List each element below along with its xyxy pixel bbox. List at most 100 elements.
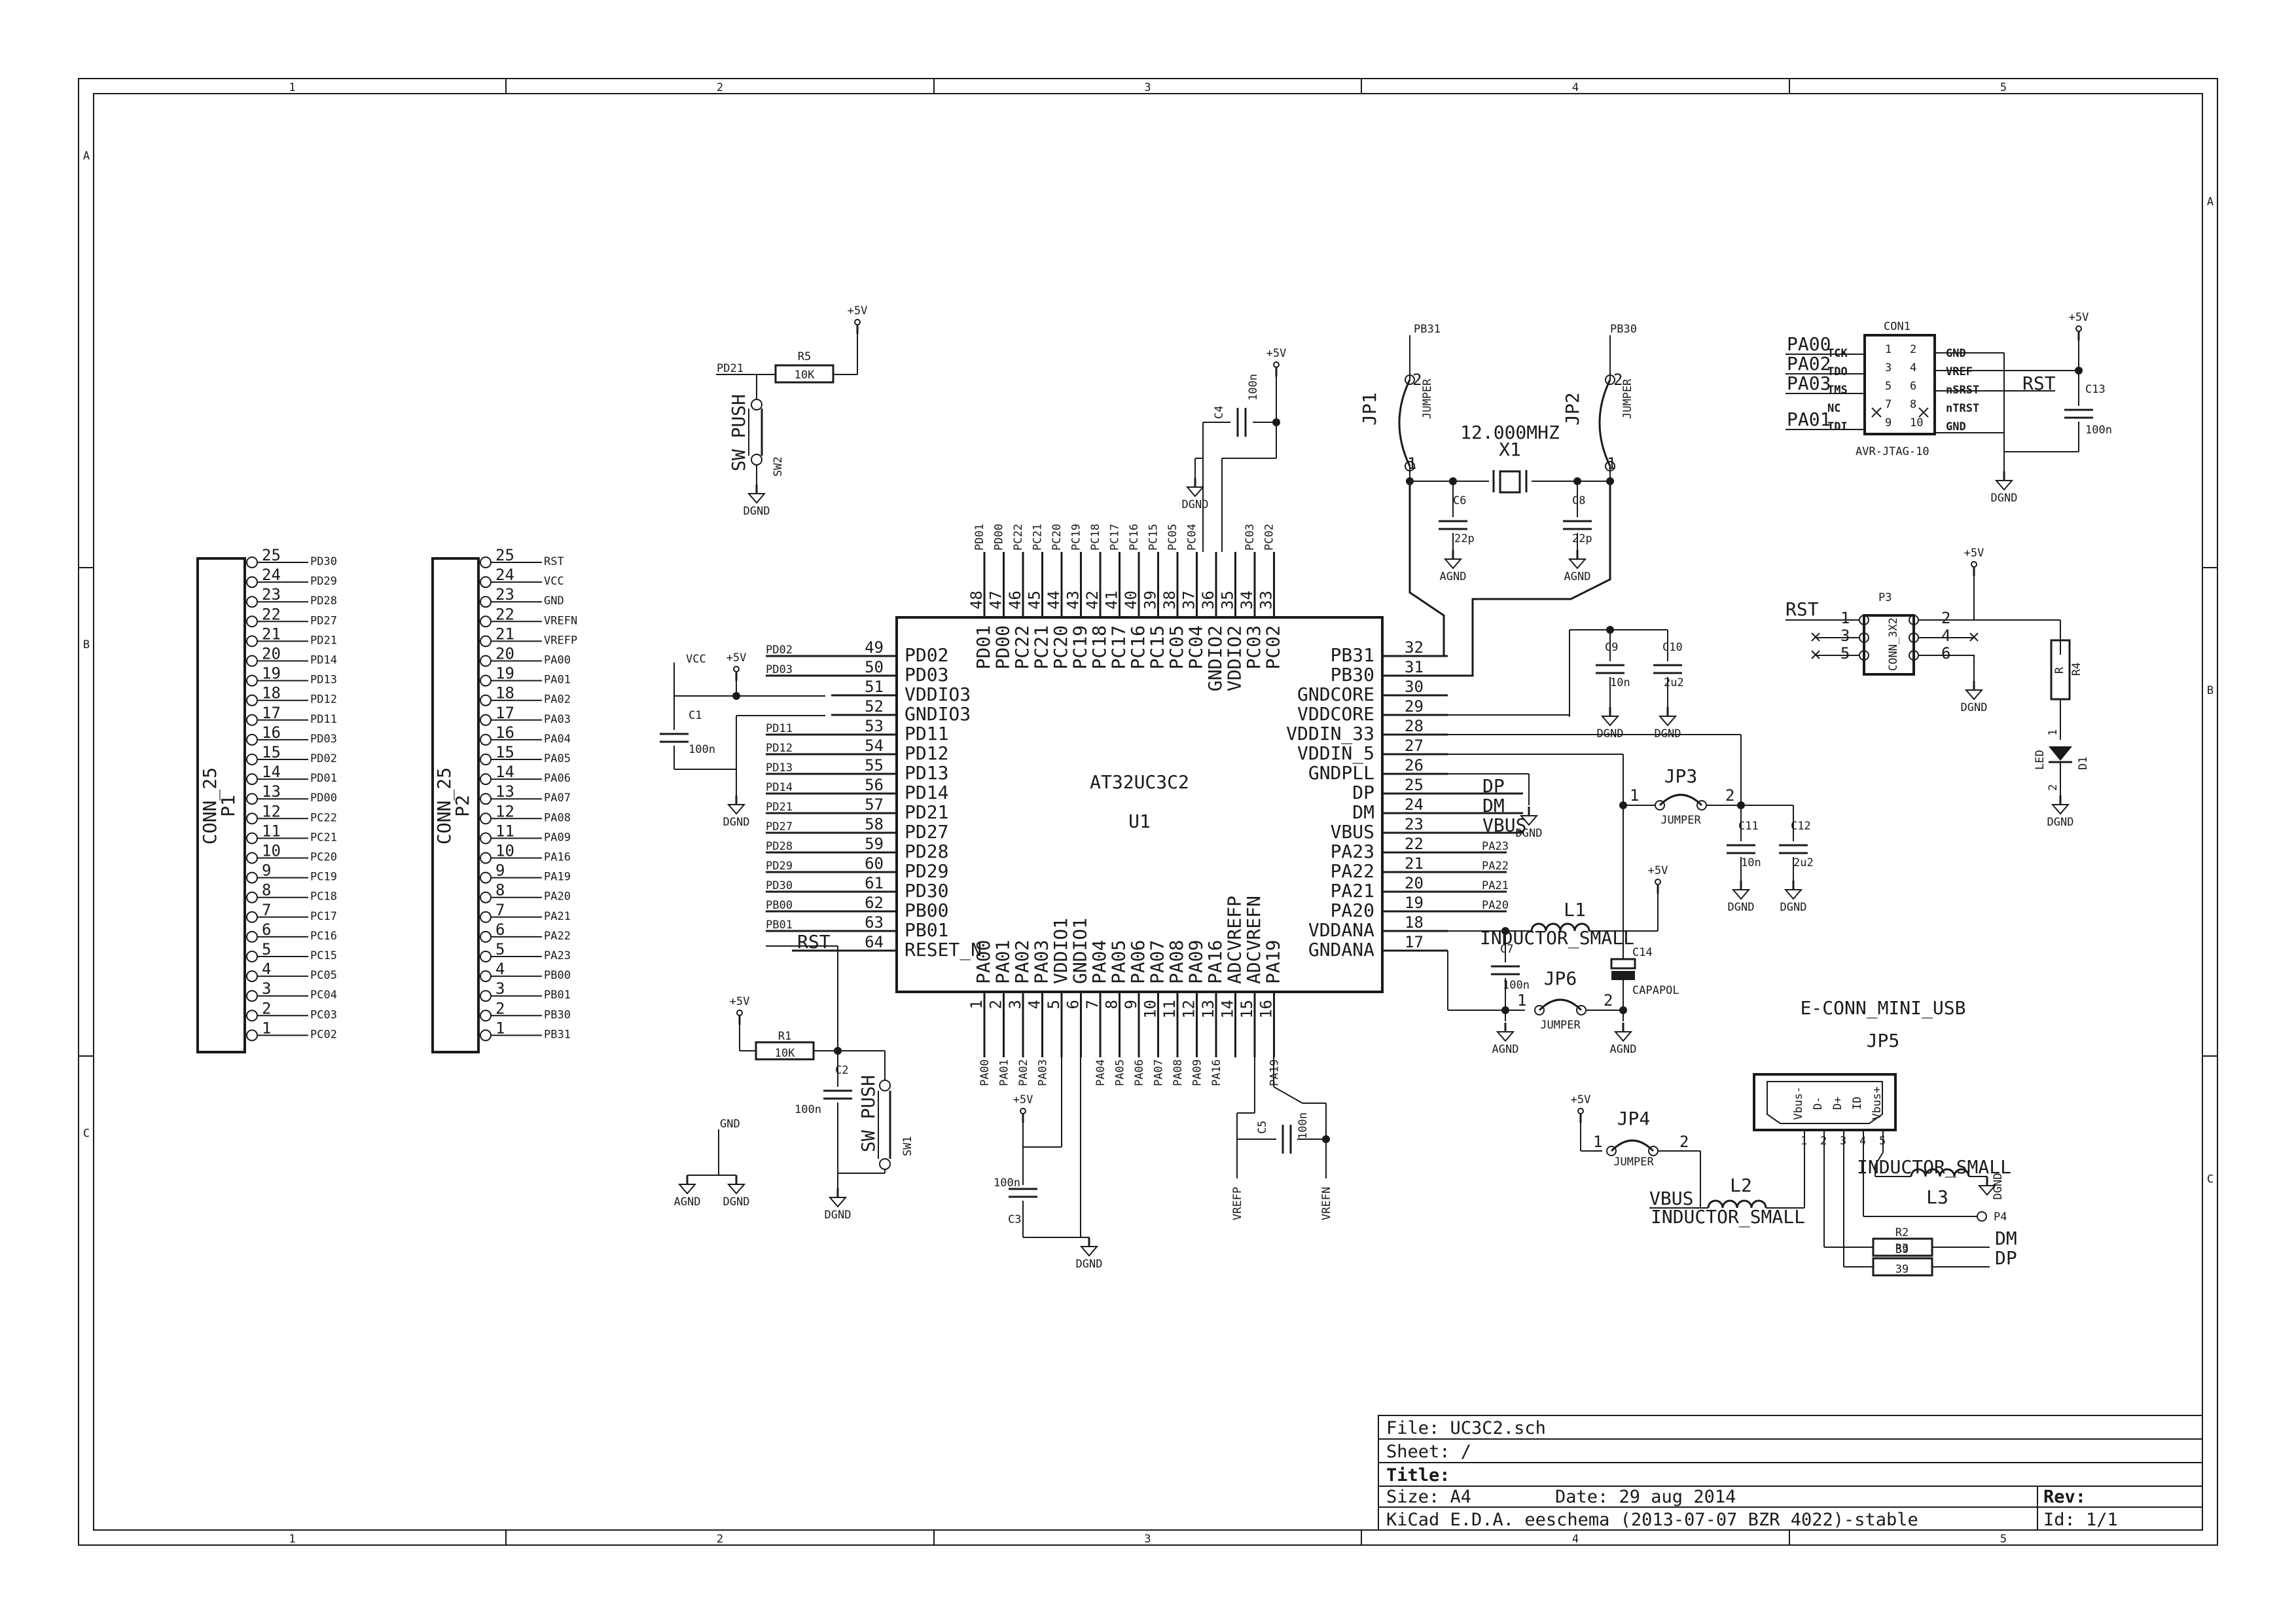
led-body xyxy=(2049,746,2072,761)
pin-name: PA08 xyxy=(1166,940,1187,984)
pin-number: 16 xyxy=(1257,1000,1276,1019)
column-label: 1 xyxy=(289,81,295,94)
cap-ref: C2 xyxy=(835,1064,848,1077)
net-label: PB00 xyxy=(766,899,793,912)
pin-number: 13 xyxy=(1199,1000,1217,1019)
pin-number: 2 xyxy=(262,999,271,1017)
junction-dot xyxy=(1322,1135,1330,1143)
pin-number: 2 xyxy=(987,1000,1005,1009)
inductor-coil xyxy=(1530,922,1590,932)
net-label: PD00 xyxy=(310,792,337,805)
net-label: VCC xyxy=(686,653,706,666)
pin-number: 3 xyxy=(1840,1135,1846,1148)
net-label: PC02 xyxy=(1263,524,1276,551)
net-label: PA02 xyxy=(544,693,571,706)
net-label: PD12 xyxy=(310,693,337,706)
net-label: PA05 xyxy=(544,752,571,765)
jumper-value: JUMPER xyxy=(1540,1019,1581,1032)
pin-number: 10 xyxy=(1910,416,1923,429)
pin-number: 43 xyxy=(1064,591,1083,610)
pin-name: VDDIO2 xyxy=(1224,625,1246,691)
net-label: PA03 xyxy=(544,713,571,726)
net-label: VBUS xyxy=(1649,1188,1693,1209)
dgnd-label: DGND xyxy=(1076,1258,1103,1271)
power-port xyxy=(1655,879,1661,885)
title-block-frame xyxy=(1378,1415,2203,1531)
inductor-ref: L1 xyxy=(1564,899,1586,921)
net-label: PA16 xyxy=(544,851,571,864)
net-label: PD28 xyxy=(310,594,337,608)
usb-receptacle xyxy=(1767,1081,1883,1124)
cap-ref: C8 xyxy=(1572,494,1585,507)
jumper-arc xyxy=(1398,379,1411,467)
power-label: +5V xyxy=(2069,311,2089,324)
pin-number: 19 xyxy=(1405,894,1424,912)
net-label: PB01 xyxy=(544,989,571,1002)
net-label: PD21 xyxy=(310,634,337,647)
pin-number: 1 xyxy=(1840,609,1850,627)
connector-body xyxy=(431,557,480,1053)
pin-number: 51 xyxy=(865,678,884,696)
pin-number: 2 xyxy=(1910,343,1916,356)
resistor-ref: R5 xyxy=(798,350,811,363)
usb-pin-name: D- xyxy=(1812,1097,1825,1110)
pin-number: 10 xyxy=(262,842,281,860)
cap-value: 10n xyxy=(1741,856,1761,869)
cap-value: 100n xyxy=(689,743,715,756)
pin-number: 1 xyxy=(1630,786,1639,805)
pin-number: 5 xyxy=(1045,1000,1063,1009)
switch-ref: SW2 xyxy=(772,456,785,477)
pin-number: 28 xyxy=(1405,717,1424,735)
pin-number: 18 xyxy=(262,684,281,702)
jtag-pin-name: GND xyxy=(1946,420,1966,433)
net-label: PD14 xyxy=(310,654,337,667)
net-label: VREFP xyxy=(544,634,577,647)
net-label: GND xyxy=(544,594,564,608)
pin-number: 9 xyxy=(1122,1000,1140,1009)
pin-number: 25 xyxy=(1405,776,1424,794)
cap-ref: C6 xyxy=(1453,494,1466,507)
pin-number: 25 xyxy=(495,546,514,564)
net-label: PD13 xyxy=(766,761,793,775)
pin-number: 6 xyxy=(262,921,271,939)
pin-number: 15 xyxy=(1238,1000,1256,1019)
net-label: PD28 xyxy=(766,840,793,853)
net-label: PC15 xyxy=(310,949,337,962)
inductor-coil xyxy=(1707,1199,1767,1209)
file-name: File: UC3C2.sch xyxy=(1386,1418,1546,1438)
net-label: PC17 xyxy=(1109,524,1122,551)
net-label: PC19 xyxy=(1070,524,1083,551)
net-label: PD21 xyxy=(717,362,744,375)
net-label: PD02 xyxy=(310,752,337,765)
pin-number: 8 xyxy=(262,881,271,900)
pin-number: 11 xyxy=(262,822,281,840)
net-label: PC20 xyxy=(1050,524,1064,551)
cap-ref: C13 xyxy=(2085,383,2106,396)
cap-ref: C12 xyxy=(1791,820,1811,833)
power-port xyxy=(2075,325,2082,332)
pin-number: 33 xyxy=(1257,591,1276,610)
pin-name: PA16 xyxy=(1204,940,1226,984)
net-label: PC15 xyxy=(1147,524,1160,551)
net-label: PD27 xyxy=(766,820,793,833)
pin-name: PC16 xyxy=(1127,625,1149,669)
column-label: 3 xyxy=(1144,81,1151,94)
net-label: PA00 xyxy=(1787,333,1831,355)
pin-number: 17 xyxy=(262,704,281,722)
ground-symbol xyxy=(1977,1185,1997,1196)
test-point-p4 xyxy=(1977,1211,1987,1222)
pin-number: 24 xyxy=(262,566,281,584)
pin-name: PC18 xyxy=(1088,625,1110,669)
ic-name: AT32UC3C2 xyxy=(1090,771,1189,793)
row-label: C xyxy=(83,1127,90,1140)
led-value: LED xyxy=(2034,750,2047,770)
net-label: PA20 xyxy=(544,890,571,903)
column-label: 4 xyxy=(1572,1533,1579,1546)
wire xyxy=(1408,481,1448,657)
pin-number: 29 xyxy=(1405,697,1424,716)
pin-number: 21 xyxy=(1405,854,1424,873)
row-label: A xyxy=(2207,196,2214,209)
ground-symbol xyxy=(726,804,746,815)
